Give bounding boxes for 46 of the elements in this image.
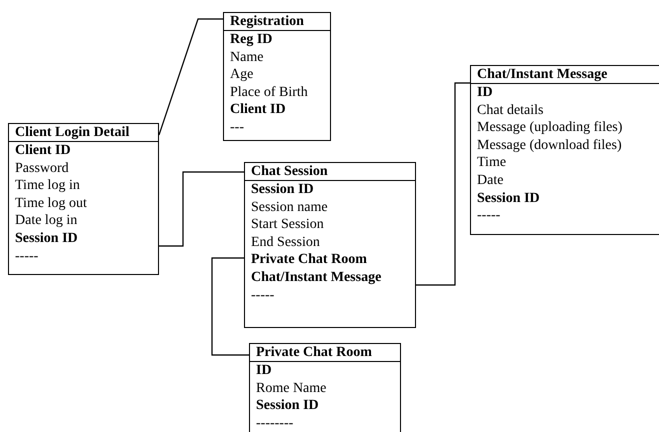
table-field: Session ID xyxy=(251,181,314,199)
table-box xyxy=(223,12,331,141)
table-field: Time xyxy=(477,154,506,172)
table-field: Client ID xyxy=(15,142,71,160)
table-field: ID xyxy=(477,84,493,102)
table-field: Chat/Instant Message xyxy=(251,268,382,287)
table-title: Client Login Detail xyxy=(15,125,130,140)
table-field: Rome Name xyxy=(256,380,326,398)
table-box xyxy=(249,343,401,432)
table-field: Chat details xyxy=(477,102,544,120)
table-field: Session ID xyxy=(256,397,319,415)
table-field: Start Session xyxy=(251,216,324,234)
table-field: Time log in xyxy=(15,177,80,195)
table-field: ----- xyxy=(15,248,38,266)
table-field: Date log in xyxy=(15,212,78,230)
connector-line xyxy=(211,257,249,356)
table-field: End Session xyxy=(251,234,320,252)
table-field: -------- xyxy=(256,414,294,432)
table-field: Time log out xyxy=(15,194,87,212)
table-field: ----- xyxy=(477,207,500,225)
table-field: Password xyxy=(15,160,69,178)
table-title: Registration xyxy=(230,14,304,29)
table-box xyxy=(8,123,159,275)
table-field: ----- xyxy=(251,286,274,304)
connector-line xyxy=(159,171,244,247)
table-title: Private Chat Room xyxy=(256,345,372,360)
table-field: ID xyxy=(256,362,272,380)
table-field: --- xyxy=(230,118,244,137)
table-field: Name xyxy=(230,48,264,66)
table-field: Session ID xyxy=(477,190,540,208)
connector-line xyxy=(416,82,470,286)
table-field: Date xyxy=(477,172,504,190)
table-field: Client ID xyxy=(230,101,286,119)
table-field: Session ID xyxy=(15,230,78,248)
table-field: Reg ID xyxy=(230,31,272,49)
table-box xyxy=(244,162,416,328)
table-box xyxy=(470,65,659,235)
table-field: Age xyxy=(230,66,254,84)
table-field: Message (uploading files) xyxy=(477,119,622,137)
table-title: Chat/Instant Message xyxy=(477,67,608,82)
connector-line xyxy=(158,18,223,136)
table-title: Chat Session xyxy=(251,164,328,179)
table-field: Place of Birth xyxy=(230,84,308,102)
table-field: Session name xyxy=(251,198,328,216)
table-field: Private Chat Room xyxy=(251,251,367,269)
table-field: Message (download files) xyxy=(477,136,622,154)
